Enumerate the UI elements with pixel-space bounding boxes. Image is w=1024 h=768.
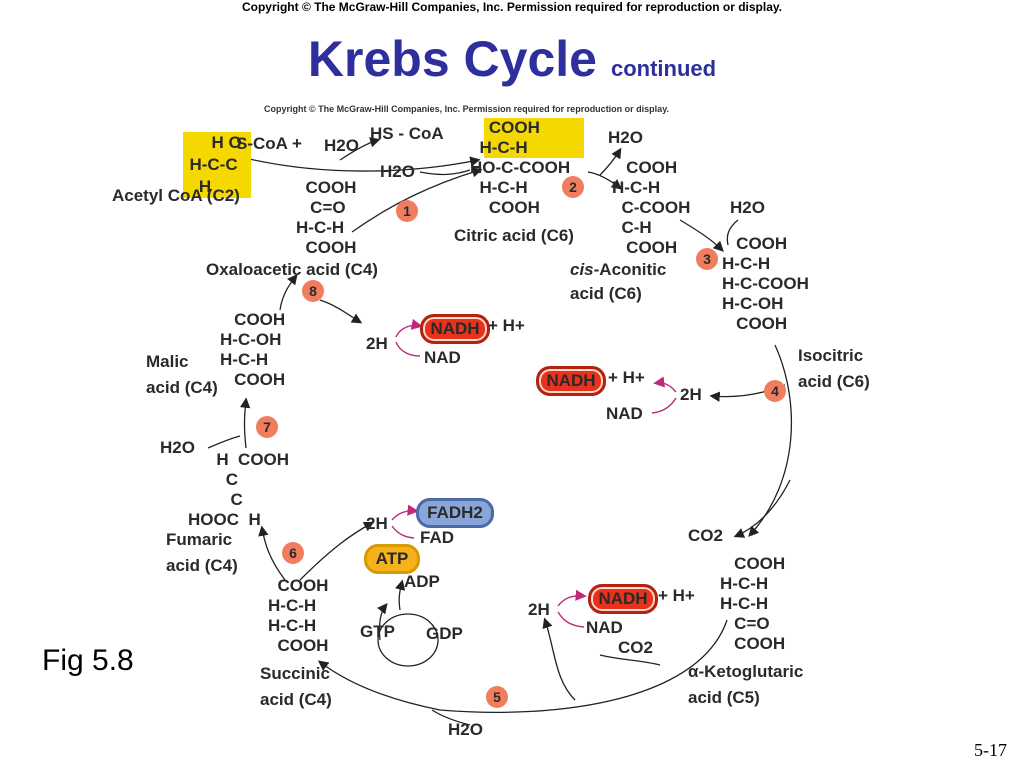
cis-aconitic-label-2: acid (C6) — [570, 284, 642, 303]
nadh-badge-4: NADH — [536, 366, 606, 396]
h-plus-5: + H+ — [658, 586, 695, 605]
step-5: 5 — [486, 686, 508, 708]
two-h-6: 2H — [366, 514, 388, 533]
ketoglutaric-structure: COOH H-C-H H-C-H C=O COOH — [720, 554, 786, 653]
title-sub: continued — [610, 56, 717, 81]
citric-label: Citric acid (C6) — [454, 226, 574, 245]
two-h-8: 2H — [366, 334, 388, 353]
step-4: 4 — [764, 380, 786, 402]
fumaric-label-2: acid (C4) — [166, 556, 238, 575]
two-h-4: 2H — [680, 385, 702, 404]
step-8: 8 — [302, 280, 324, 302]
oxaloacetic-label: Oxaloacetic acid (C4) — [206, 260, 378, 279]
adp-label: ADP — [404, 572, 440, 591]
malic-label-2: acid (C4) — [146, 378, 218, 397]
nad-8: NAD — [424, 348, 461, 367]
nad-5: NAD — [586, 618, 623, 637]
isocitric-label: Isocitric — [798, 346, 864, 365]
succinic-label: Succinic — [260, 664, 330, 683]
isocitric-label-2: acid (C6) — [798, 372, 870, 391]
water-top-label: H2O — [324, 136, 359, 155]
acetyl-coa-scoa: S-CoA + — [236, 134, 302, 153]
aconitic-name: -Aconitic — [593, 260, 667, 279]
water-citric-label: H2O — [608, 128, 643, 147]
fumaric-structure: H COOH C C HOOC H — [188, 450, 290, 529]
water-aconitic-label: H2O — [730, 198, 765, 217]
fadh2-text: FADH2 — [427, 503, 483, 522]
hs-coa-label: HS - CoA — [370, 124, 444, 143]
h-plus-4: + H+ — [608, 368, 645, 387]
nadh-badge-8: NADH — [420, 314, 490, 344]
isocitric-structure: COOH H-C-H H-C-COOH H-C-OH COOH — [722, 234, 809, 333]
fumaric-label: Fumaric — [166, 530, 233, 549]
succinic-label-2: acid (C4) — [260, 690, 332, 709]
step-2: 2 — [562, 176, 584, 198]
cis-prefix: cis — [570, 260, 594, 279]
page-title: Krebs Cycle continued — [0, 30, 1024, 88]
h-plus-8: + H+ — [488, 316, 525, 335]
fad-label: FAD — [420, 528, 454, 547]
atp-badge: ATP — [364, 544, 420, 574]
fadh2-badge: FADH2 — [416, 498, 494, 528]
succinic-structure: COOH H-C-H H-C-H COOH — [268, 576, 329, 655]
nadh-badge-5: NADH — [588, 584, 658, 614]
acetyl-coa-label: Acetyl CoA (C2) — [112, 186, 240, 205]
water-mid-label: H2O — [380, 162, 415, 181]
step-1: 1 — [396, 200, 418, 222]
gdp-label: GDP — [426, 624, 463, 643]
citric-highlight — [484, 118, 584, 158]
nad-4: NAD — [606, 404, 643, 423]
title-main: Krebs Cycle — [307, 31, 597, 87]
two-h-5: 2H — [528, 600, 550, 619]
gtp-label: GTP — [360, 622, 395, 641]
figure-label: Fig 5.8 — [42, 644, 134, 677]
step-7: 7 — [256, 416, 278, 438]
cis-aconitic-label: cis-Aconitic — [570, 260, 666, 280]
malic-label: Malic — [146, 352, 189, 371]
figure-copyright: Copyright © The McGraw-Hill Companies, I… — [264, 104, 670, 114]
page-copyright: Copyright © The McGraw-Hill Companies, I… — [241, 0, 783, 14]
water-bottom-label: H2O — [448, 720, 483, 739]
ketoglutaric-label-2: acid (C5) — [688, 688, 760, 707]
step-3: 3 — [696, 248, 718, 270]
cis-aconitic-structure: COOH H-C-H C-COOH C-H COOH — [612, 158, 691, 257]
oxaloacetic-structure: COOH C=O H-C-H COOH — [296, 178, 357, 257]
water-fumaric-label: H2O — [160, 438, 195, 457]
citric-structure: COOH H-C-H HO-C-COOH H-C-H COOH — [470, 118, 571, 217]
co2-b-label: CO2 — [618, 638, 653, 657]
ketoglutaric-label: α-Ketoglutaric — [688, 662, 804, 681]
step-6: 6 — [282, 542, 304, 564]
page-number: 5-17 — [974, 740, 1007, 760]
co2-a-label: CO2 — [688, 526, 723, 545]
malic-structure: COOH H-C-OH H-C-H COOH — [220, 310, 286, 389]
